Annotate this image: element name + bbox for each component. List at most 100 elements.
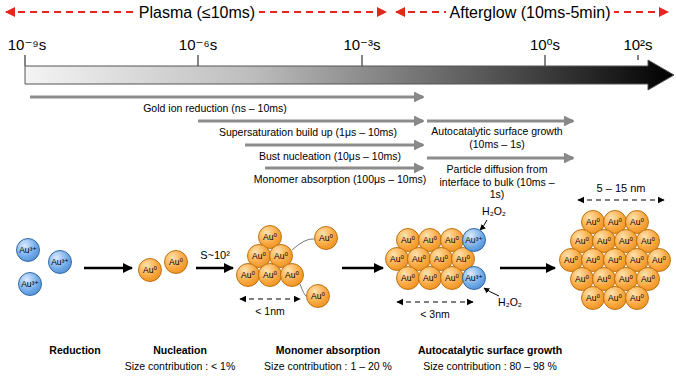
stage-note: Size contribution : 1 – 20 % bbox=[264, 360, 392, 373]
gold-ion-sphere: Au³⁺ bbox=[462, 266, 486, 290]
stage-note: Size contribution : < 1% bbox=[125, 360, 236, 373]
gold-atom-sphere: Au⁰ bbox=[603, 286, 627, 310]
time-tick-label: 10⁻⁹s bbox=[8, 36, 47, 54]
time-tick bbox=[361, 55, 362, 66]
sphere-label: Au³⁺ bbox=[465, 236, 483, 245]
process-arrow bbox=[198, 120, 423, 123]
gold-atom-sphere: Au⁰ bbox=[581, 286, 605, 310]
process-arrow bbox=[427, 157, 573, 160]
process-arrow bbox=[245, 144, 423, 147]
sphere-label: Au⁰ bbox=[169, 258, 183, 267]
sphere-label: Au⁰ bbox=[575, 237, 589, 246]
step-arrow bbox=[84, 267, 132, 270]
size-label: 5 – 15 nm bbox=[597, 182, 646, 195]
sphere-label: Au⁰ bbox=[586, 256, 600, 265]
gold-atom-sphere: Au⁰ bbox=[258, 263, 282, 287]
sphere-label: Au⁰ bbox=[263, 271, 277, 280]
stage-note: Size contribution : 80 – 98 % bbox=[423, 360, 557, 373]
gold-ion-sphere: Au³⁺ bbox=[48, 250, 72, 274]
sphere-label: Au⁰ bbox=[241, 271, 255, 280]
sphere-label: Au⁰ bbox=[641, 237, 655, 246]
time-tick bbox=[24, 55, 25, 66]
reagent-label: H₂O₂ bbox=[482, 205, 506, 218]
sphere-label: Au⁰ bbox=[630, 218, 644, 227]
process-label: Particle diffusion from interface to bul… bbox=[437, 163, 557, 201]
size-dimension-arrow bbox=[240, 298, 300, 299]
gold-atom-sphere: Au⁰ bbox=[306, 284, 330, 308]
gold-atom-sphere: Au⁰ bbox=[625, 286, 649, 310]
sphere-label: Au⁰ bbox=[652, 256, 666, 265]
step-arrow bbox=[342, 267, 383, 270]
gold-ion-sphere: Au³⁺ bbox=[16, 238, 40, 262]
sphere-label: Au⁰ bbox=[412, 255, 426, 264]
process-label: Bust nucleation (10μs – 10ms) bbox=[259, 150, 401, 163]
phase-label: Afterglow (10ms-5min) bbox=[446, 3, 615, 22]
step-arrow bbox=[196, 267, 233, 270]
size-label: < 1nm bbox=[255, 305, 284, 318]
sphere-label: Au⁰ bbox=[445, 274, 459, 283]
gold-atom-sphere: Au⁰ bbox=[280, 263, 304, 287]
sphere-label: Au⁰ bbox=[311, 292, 325, 301]
sphere-label: Au⁰ bbox=[319, 234, 333, 243]
time-tick-label: 10⁻⁶s bbox=[179, 36, 217, 54]
reagent-leader bbox=[480, 220, 487, 230]
process-label: Gold ion reduction (ns – 10ms) bbox=[143, 102, 287, 115]
size-label: < 3nm bbox=[420, 308, 449, 321]
sphere-label: Au⁰ bbox=[423, 274, 437, 283]
sphere-label: Au⁰ bbox=[641, 275, 655, 284]
sphere-label: Au⁰ bbox=[456, 255, 470, 264]
sphere-label: Au⁰ bbox=[619, 237, 633, 246]
sphere-label: Au⁰ bbox=[285, 271, 299, 280]
time-tick bbox=[197, 55, 198, 66]
gold-ion-sphere: Au³⁺ bbox=[18, 272, 42, 296]
size-dimension-arrow bbox=[397, 301, 473, 302]
sphere-label: Au³⁺ bbox=[51, 258, 69, 267]
process-arrow bbox=[30, 96, 423, 99]
sphere-label: Au⁰ bbox=[263, 233, 277, 242]
sphere-label: Au⁰ bbox=[401, 236, 415, 245]
sphere-label: Au⁰ bbox=[390, 255, 404, 264]
sphere-label: Au⁰ bbox=[434, 255, 448, 264]
sphere-label: Au⁰ bbox=[630, 294, 644, 303]
gold-atom-sphere: Au⁰ bbox=[236, 263, 260, 287]
sphere-label: Au⁰ bbox=[597, 275, 611, 284]
sphere-label: Au⁰ bbox=[575, 275, 589, 284]
sphere-label: Au⁰ bbox=[619, 275, 633, 284]
process-arrow bbox=[427, 120, 573, 123]
time-tick-label: 10⁰s bbox=[530, 36, 560, 54]
sphere-label: Au⁰ bbox=[630, 256, 644, 265]
sphere-label: Au⁰ bbox=[274, 252, 288, 261]
gold-atom-sphere: Au⁰ bbox=[314, 226, 338, 250]
supersaturation-label: S~10² bbox=[200, 249, 230, 262]
time-tick bbox=[637, 55, 638, 60]
reagent-leader bbox=[484, 288, 499, 296]
process-label: Supersaturation build up (1μs – 10ms) bbox=[219, 126, 397, 139]
sphere-label: Au³⁺ bbox=[21, 280, 39, 289]
gold-atom-sphere: Au⁰ bbox=[440, 266, 464, 290]
size-dimension-arrow bbox=[578, 199, 664, 200]
sphere-label: Au⁰ bbox=[564, 256, 578, 265]
gold-ion-sphere: Au³⁺ bbox=[462, 228, 486, 252]
phase-label: Plasma (≤10ms) bbox=[135, 3, 259, 22]
gold-atom-sphere: Au⁰ bbox=[164, 250, 188, 274]
sphere-label: Au⁰ bbox=[608, 218, 622, 227]
stage-label: Reduction bbox=[49, 344, 100, 357]
stage-label: Nucleation bbox=[153, 344, 207, 357]
gold-atom-sphere: Au⁰ bbox=[138, 258, 162, 282]
time-tick-label: 10²s bbox=[623, 36, 652, 54]
stage-label: Monomer absorption bbox=[276, 344, 380, 357]
sphere-label: Au⁰ bbox=[608, 256, 622, 265]
step-arrow bbox=[500, 267, 555, 270]
gold-atom-sphere: Au⁰ bbox=[418, 266, 442, 290]
sphere-label: Au⁰ bbox=[586, 294, 600, 303]
sphere-label: Au⁰ bbox=[445, 236, 459, 245]
sphere-label: Au⁰ bbox=[586, 218, 600, 227]
time-tick-label: 10⁻³s bbox=[343, 36, 380, 54]
time-tick bbox=[544, 55, 545, 66]
monomer-path bbox=[292, 239, 314, 250]
process-label: Monomer absorption (100μs – 10ms) bbox=[254, 173, 426, 186]
sphere-label: Au⁰ bbox=[401, 274, 415, 283]
